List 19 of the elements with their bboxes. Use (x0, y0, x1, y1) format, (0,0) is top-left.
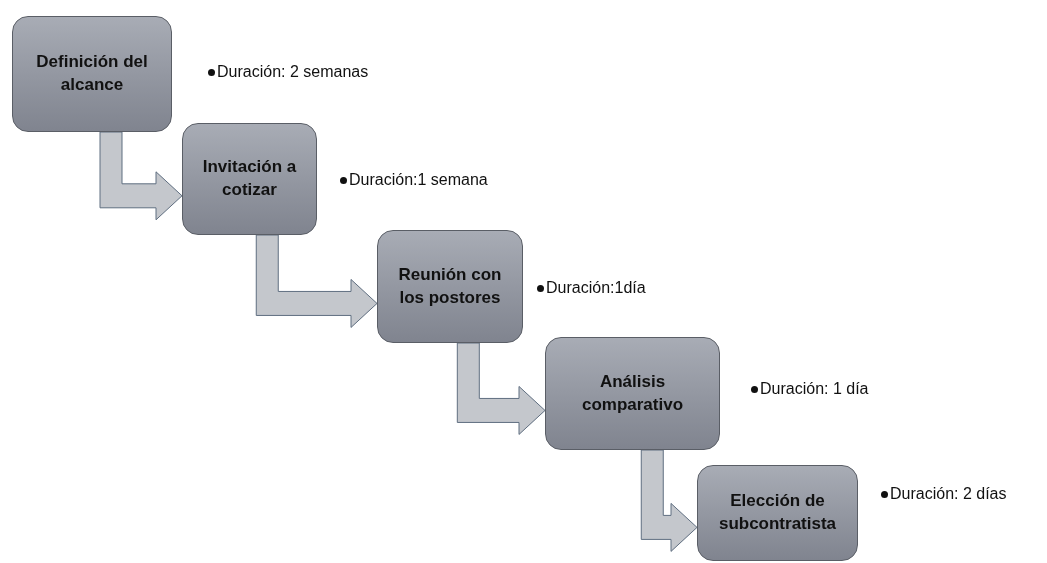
step-title: Análisis comparativo (580, 370, 685, 416)
bent-arrow (640, 449, 698, 552)
process-box (377, 230, 523, 343)
step-title: Reunión con los postores (397, 263, 503, 309)
duration-text: Duración:1 semana (349, 170, 488, 190)
process-box (12, 16, 172, 132)
bent-arrow (99, 131, 183, 221)
bent-arrow (255, 234, 378, 328)
process-box (697, 465, 858, 561)
duration-text: Duración: 2 días (890, 484, 1007, 504)
step-title: Definición del alcance (35, 51, 149, 96)
duration-text: Duración: 2 semanas (217, 62, 369, 82)
step-title: Elección de subcontratista (717, 490, 838, 535)
duration-text: Duración:1día (546, 278, 646, 298)
step-title: Invitación a cotizar (201, 156, 298, 201)
duration-text: Duración: 1 día (760, 379, 869, 399)
process-box (545, 337, 720, 450)
bent-arrow (456, 342, 546, 435)
process-box (182, 123, 317, 235)
